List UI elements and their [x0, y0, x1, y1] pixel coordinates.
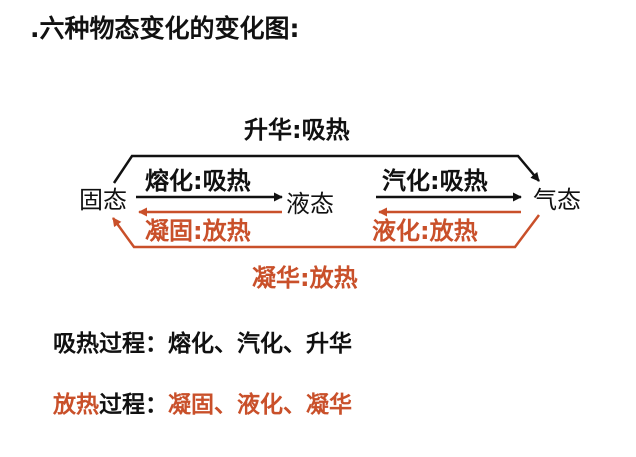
release-summary: 放热过程：凝固、液化、凝华 [53, 394, 352, 417]
absorb-items: 熔化、汽化、升华 [168, 331, 352, 357]
absorb-suffix: 过程： [99, 331, 168, 357]
melting-label: 熔化:吸热 [145, 167, 251, 195]
state-liquid: 液态 [286, 190, 334, 218]
solidifying-label: 凝固:放热 [145, 217, 251, 245]
liquefaction-label: 液化:放热 [372, 217, 478, 245]
absorb-summary: 吸热过程：熔化、汽化、升华 [53, 333, 352, 356]
state-solid: 固态 [79, 186, 127, 214]
sublimation-arrow [112, 154, 540, 184]
desublimation-label: 凝华:放热 [252, 264, 358, 292]
desublimation-arrow [111, 214, 540, 249]
page-title: .六种物态变化的变化图: [30, 14, 300, 43]
release-items: 凝固、液化、凝华 [168, 392, 352, 418]
release-suffix: 过程： [99, 392, 168, 418]
release-prefix: 放热 [53, 392, 99, 418]
absorb-prefix: 吸热 [53, 331, 99, 357]
vaporization-label: 汽化:吸热 [382, 167, 488, 195]
sublimation-label: 升华:吸热 [244, 116, 350, 144]
state-gas: 气态 [533, 186, 581, 214]
